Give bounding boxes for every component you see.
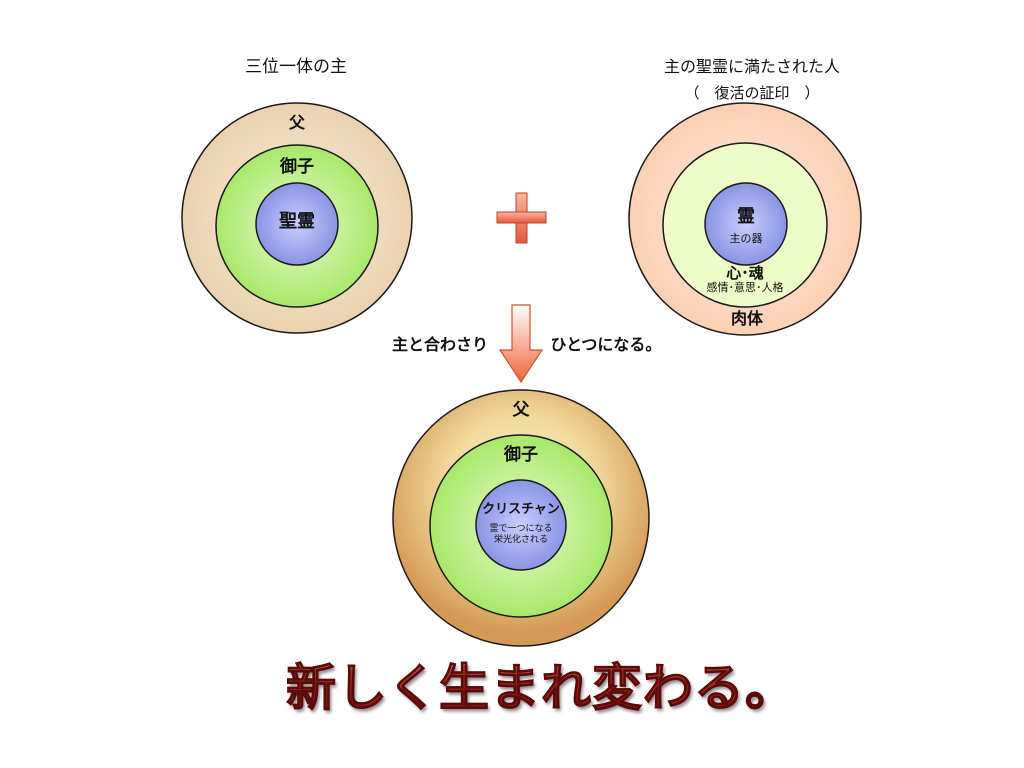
united-middle-label: 御子 <box>504 445 538 465</box>
united-inner-label: クリスチャン <box>482 502 560 517</box>
trinity-inner-circle <box>255 182 339 266</box>
trinity-middle-label: 御子 <box>280 157 314 177</box>
person-inner-label: 霊 <box>737 206 755 227</box>
person-title: 主の聖霊に満たされた人 <box>663 57 841 76</box>
plus-icon <box>496 192 547 244</box>
united-inner-circle <box>475 479 567 571</box>
headline: 新しく生まれ変わる。 <box>286 648 796 720</box>
trinity-outer-label: 父 <box>288 113 306 132</box>
person-inner-sublabel: 主の器 <box>729 232 763 245</box>
person-middle-label: 心･魂 <box>726 264 764 282</box>
person-outer-label: 肉体 <box>730 309 764 328</box>
person-inner-circle <box>704 182 788 266</box>
united-inner-sublabel-1: 霊で一つになる <box>489 524 553 534</box>
person-subtitle: （ 復活の証印 ） <box>684 84 820 102</box>
transition-right-text: ひとつになる。 <box>550 335 662 354</box>
united-outer-label: 父 <box>512 400 530 420</box>
united-inner-sublabel-2: 栄光化される <box>493 535 549 545</box>
trinity-title: 三位一体の主 <box>245 57 347 77</box>
trinity-inner-label: 聖霊 <box>279 211 315 232</box>
down-arrow-icon <box>498 304 544 384</box>
transition-left-text: 主と合わさり <box>391 335 489 354</box>
person-middle-sublabel: 感情･意思･人格 <box>706 281 784 294</box>
